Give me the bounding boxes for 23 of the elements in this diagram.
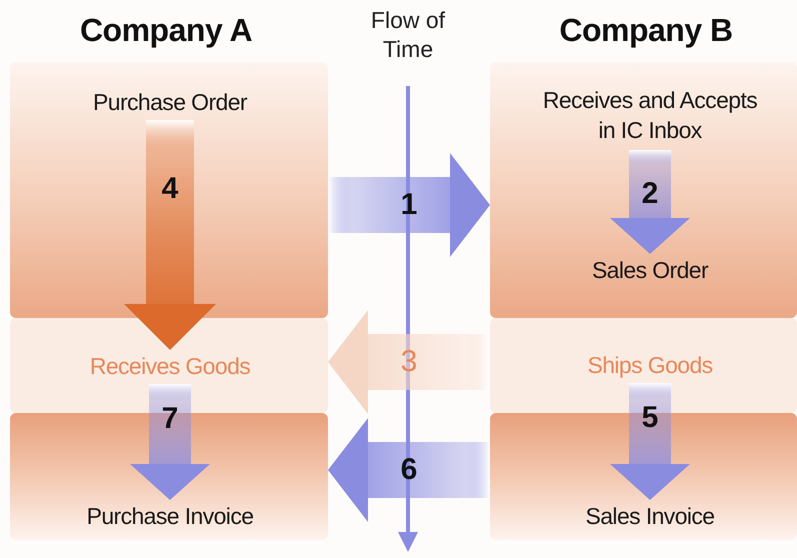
step-number: 1	[400, 188, 418, 222]
step-label: Purchase Invoice	[20, 500, 320, 534]
step-label: Ships Goods	[540, 349, 760, 383]
axis-caption: Flow of Time	[370, 6, 446, 64]
block-arrow	[328, 153, 490, 257]
step-label: Receives Goods	[30, 350, 310, 384]
step-number: 3	[400, 345, 418, 379]
band-panel	[490, 62, 797, 318]
column-heading: Company A	[78, 12, 254, 49]
step-number: 6	[400, 453, 418, 487]
step-label: Receives and Accepts in IC Inbox	[540, 82, 760, 150]
step-label: Purchase Order	[30, 86, 310, 120]
step-number: 2	[642, 176, 658, 211]
step-number: 4	[162, 172, 178, 206]
column-heading: Company B	[558, 12, 734, 49]
step-label: Sales Invoice	[520, 500, 780, 534]
step-label: Sales Order	[560, 254, 740, 288]
step-number: 7	[162, 402, 178, 436]
block-arrow	[124, 120, 216, 350]
step-number: 5	[642, 401, 658, 436]
block-arrow	[328, 418, 490, 522]
block-arrow	[610, 150, 690, 254]
block-arrow	[610, 383, 690, 500]
